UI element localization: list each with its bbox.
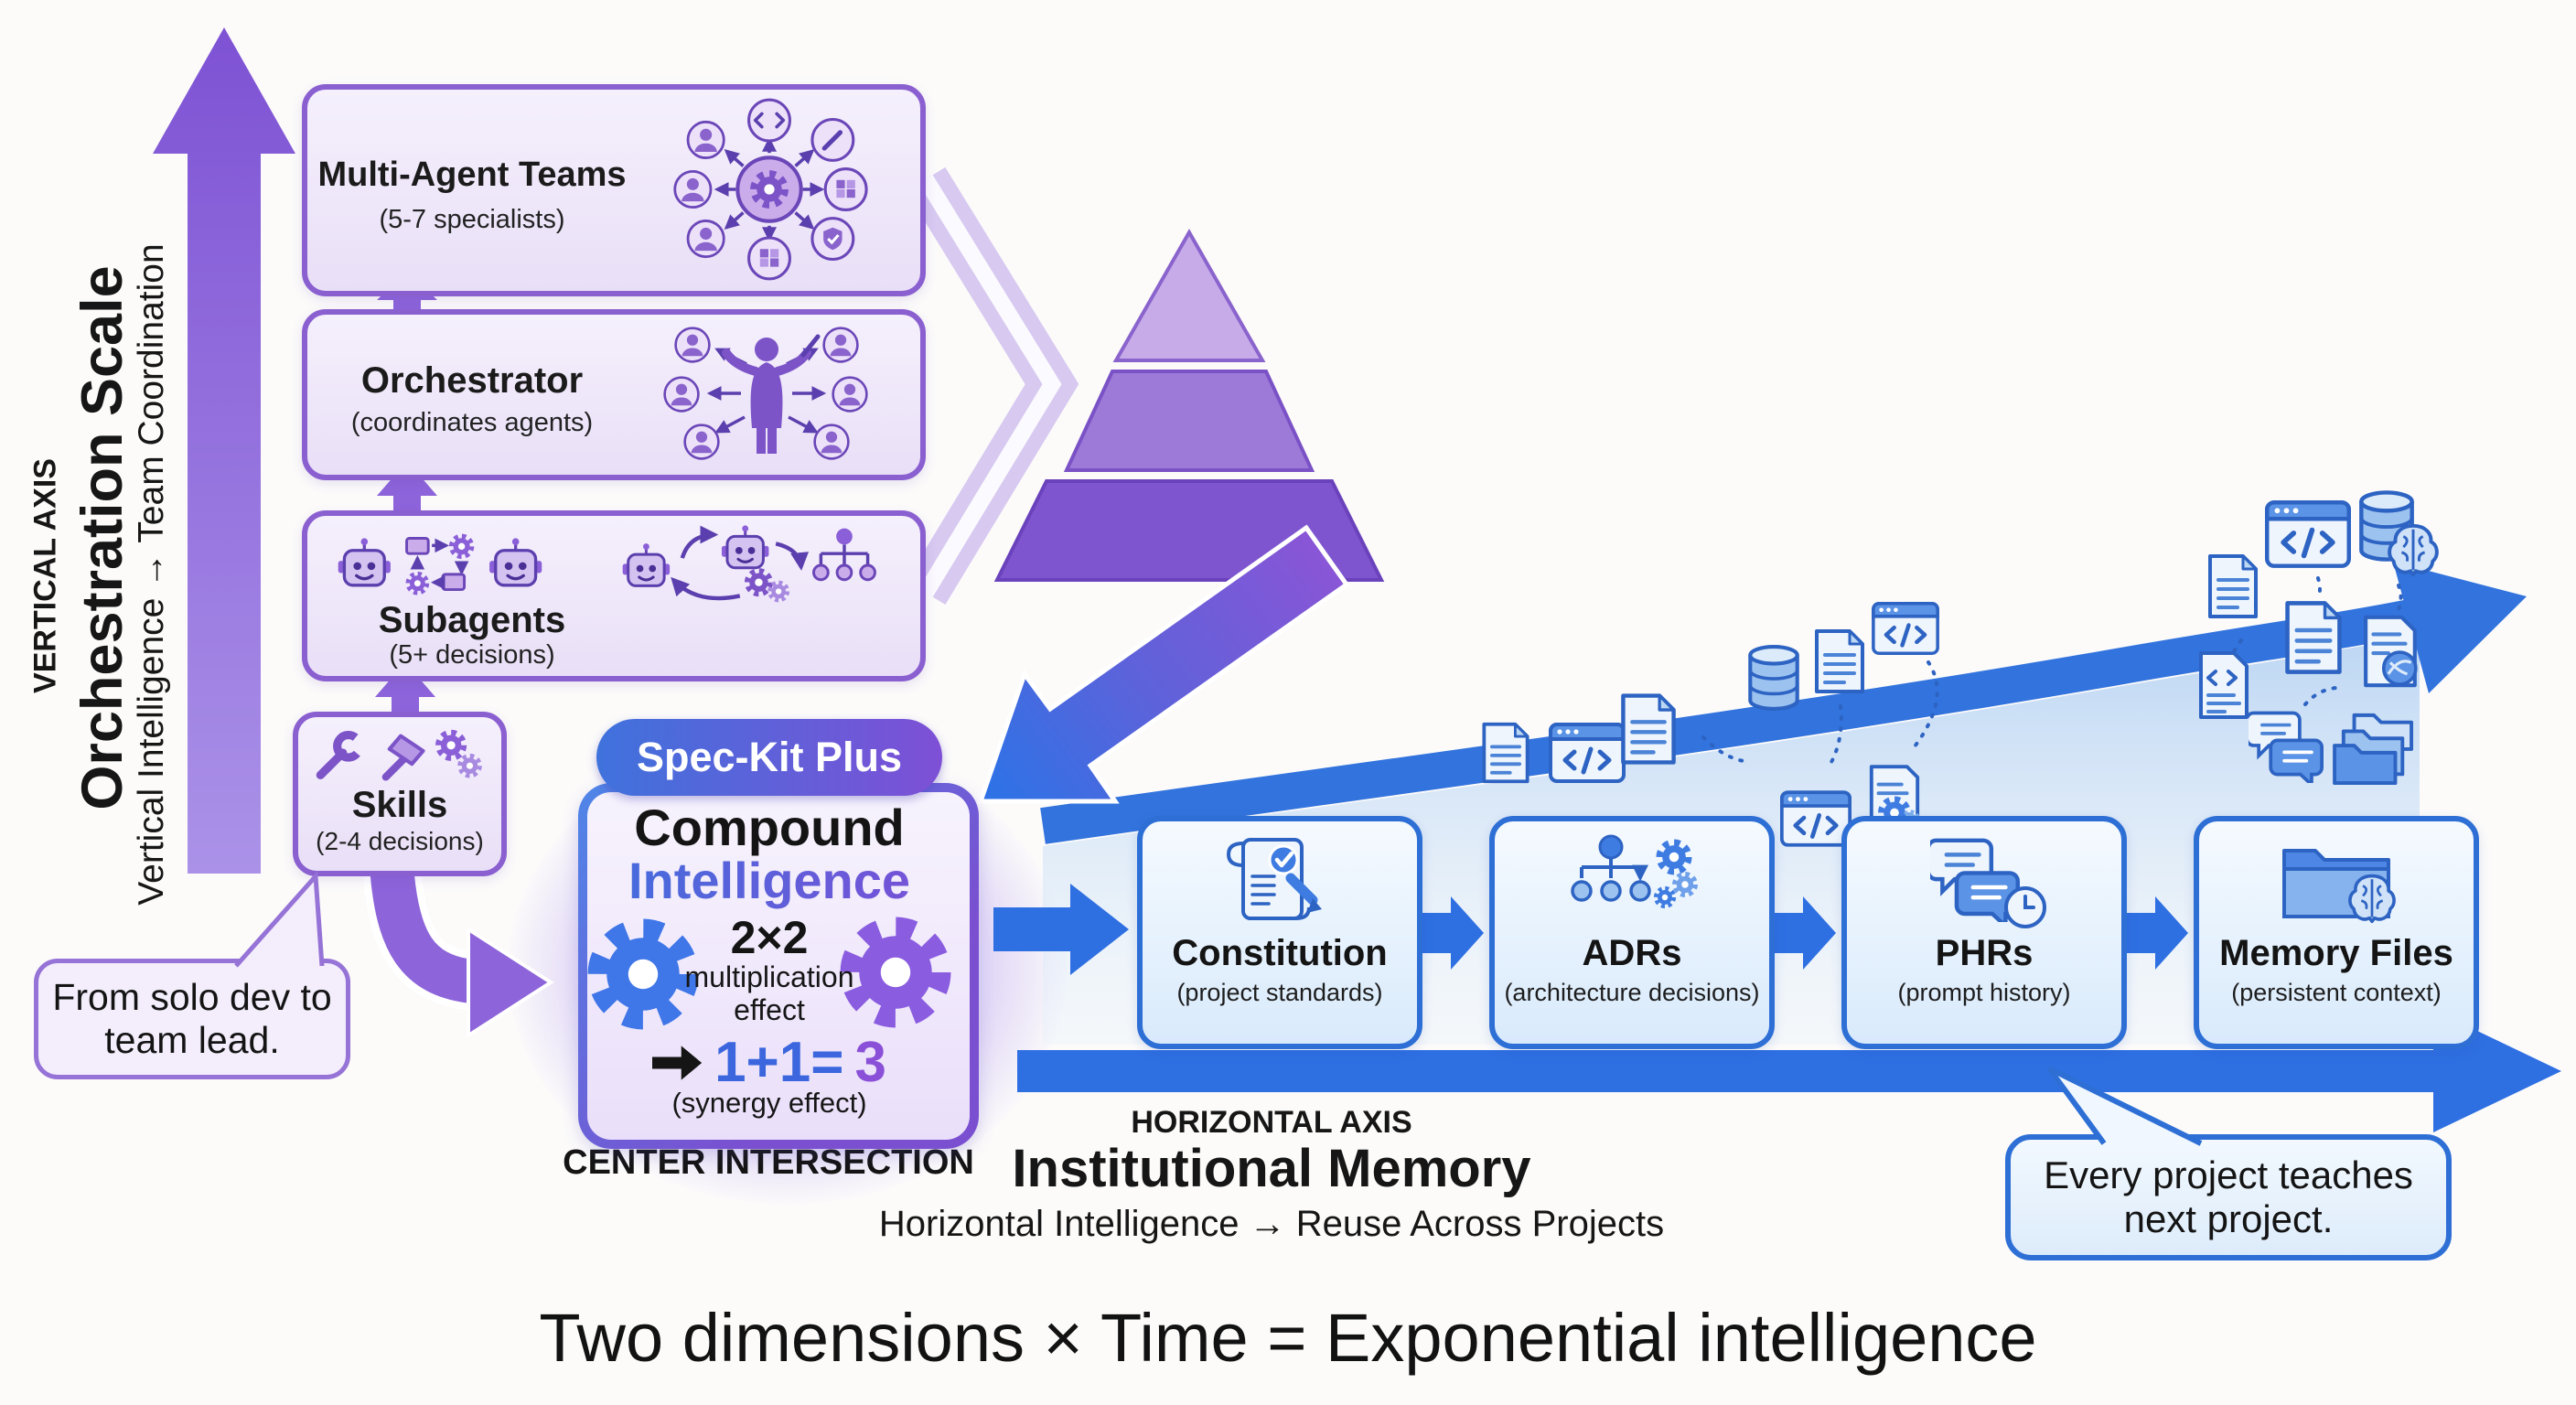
left-bubble-tail xyxy=(234,870,325,968)
box-subagents: Subagents (5+ decisions) xyxy=(302,510,926,681)
flow-title: ADRs xyxy=(1582,933,1682,973)
constitution-scroll-icon xyxy=(1226,838,1322,920)
box-subtitle: (2-4 decisions) xyxy=(316,827,484,855)
multiplier-caption: multiplication xyxy=(684,960,854,993)
dotted-connectors xyxy=(1701,576,2403,770)
phrs-chat-clock-icon xyxy=(1916,832,2046,928)
growth-arrowhead-icon xyxy=(2393,562,2527,693)
box-subtitle: (5+ decisions) xyxy=(389,640,555,670)
arrow-subagents-to-orchestrator xyxy=(377,461,437,521)
intelligence-title: Intelligence xyxy=(578,851,961,910)
box-orchestrator: Orchestrator (coordinates agents) xyxy=(302,309,926,480)
flow-subtitle: (prompt history) xyxy=(1897,979,2071,1006)
box-skills: Skills (2-4 decisions) xyxy=(293,712,507,876)
multiplier-value: 2×2 xyxy=(730,912,809,963)
specialist-puzzle-icon xyxy=(823,167,868,211)
specialist-puzzle-icon xyxy=(747,236,791,281)
spec-kit-plus-badge: Spec-Kit Plus xyxy=(596,719,942,796)
box-title: Multi-Agent Teams xyxy=(317,156,627,194)
arrow-center-to-constitution xyxy=(993,884,1129,975)
multiplier-caption: effect xyxy=(734,993,805,1026)
equation-right: 3 xyxy=(854,1031,886,1094)
box-constitution: Constitution (project standards) xyxy=(1137,816,1422,1049)
specialist-shield-icon xyxy=(810,217,855,262)
compound-title: Compound xyxy=(634,799,905,856)
box-subtitle: (5-7 specialists) xyxy=(379,205,565,234)
box-phrs: PHRs (prompt history) xyxy=(1841,816,2127,1049)
flow-subtitle: (persistent context) xyxy=(2231,979,2442,1006)
chevron-band xyxy=(906,166,1079,605)
box-adrs: ADRs (architecture decisions) xyxy=(1489,816,1775,1049)
black-arrow-icon xyxy=(652,1045,703,1080)
synergy-caption: (synergy effect) xyxy=(671,1087,867,1119)
arrow-skills-to-subagents xyxy=(375,662,435,723)
multi-agent-hub-icon xyxy=(673,98,868,281)
right-bubble-tail xyxy=(2046,1066,2203,1146)
horizontal-axis-subtitle: Horizontal Intelligence → Reuse Across P… xyxy=(878,1204,1665,1244)
pyramid-top xyxy=(1112,228,1266,362)
box-title: Skills xyxy=(351,785,448,825)
box-title: Subagents xyxy=(378,600,566,640)
left-bubble-text: From solo dev to team lead. xyxy=(52,976,332,1061)
center-intersection-label: CENTER INTERSECTION xyxy=(563,1143,974,1182)
left-speech-bubble: From solo dev to team lead. xyxy=(34,959,350,1079)
flow-title: PHRs xyxy=(1935,933,2034,973)
vertical-axis-arrow xyxy=(153,27,295,874)
subagents-icons xyxy=(337,523,876,609)
specialist-code-icon xyxy=(747,98,791,143)
skills-tools-icons xyxy=(316,726,492,781)
synergy-equation: 1+1=3 xyxy=(578,1030,961,1095)
box-memory-files: Memory Files (persistent context) xyxy=(2194,816,2479,1049)
flow-title: Constitution xyxy=(1172,933,1388,973)
orchestrator-conductor-icon xyxy=(663,327,868,460)
equation-left: 1+1= xyxy=(714,1031,844,1094)
flow-subtitle: (project standards) xyxy=(1176,979,1383,1006)
flow-title: Memory Files xyxy=(2219,933,2453,973)
box-subtitle: (coordinates agents) xyxy=(350,408,594,437)
box-title: Orchestrator xyxy=(360,360,584,401)
memory-folder-brain-icon xyxy=(2282,849,2396,924)
specialist-pen-icon xyxy=(810,117,855,162)
box-multi-agent-teams: Multi-Agent Teams (5-7 specialists) xyxy=(302,84,926,296)
pencil-icon xyxy=(1285,873,1318,906)
pyramid-to-center-arrow xyxy=(977,524,1350,804)
skills-to-center-arrow xyxy=(362,863,554,1039)
flow-subtitle: (architecture decisions) xyxy=(1504,979,1760,1006)
pyramid-middle xyxy=(1063,370,1315,472)
horizontal-axis-kicker: HORIZONTAL AXIS xyxy=(1131,1105,1412,1140)
right-bubble-text: Every project teaches next project. xyxy=(2044,1153,2413,1240)
footer-title: Two dimensions × Time = Exponential inte… xyxy=(539,1300,2037,1376)
horizontal-axis-title: Institutional Memory xyxy=(1012,1139,1531,1198)
right-speech-bubble: Every project teaches next project. xyxy=(2005,1134,2452,1260)
adrs-tree-icon xyxy=(1571,834,1701,933)
